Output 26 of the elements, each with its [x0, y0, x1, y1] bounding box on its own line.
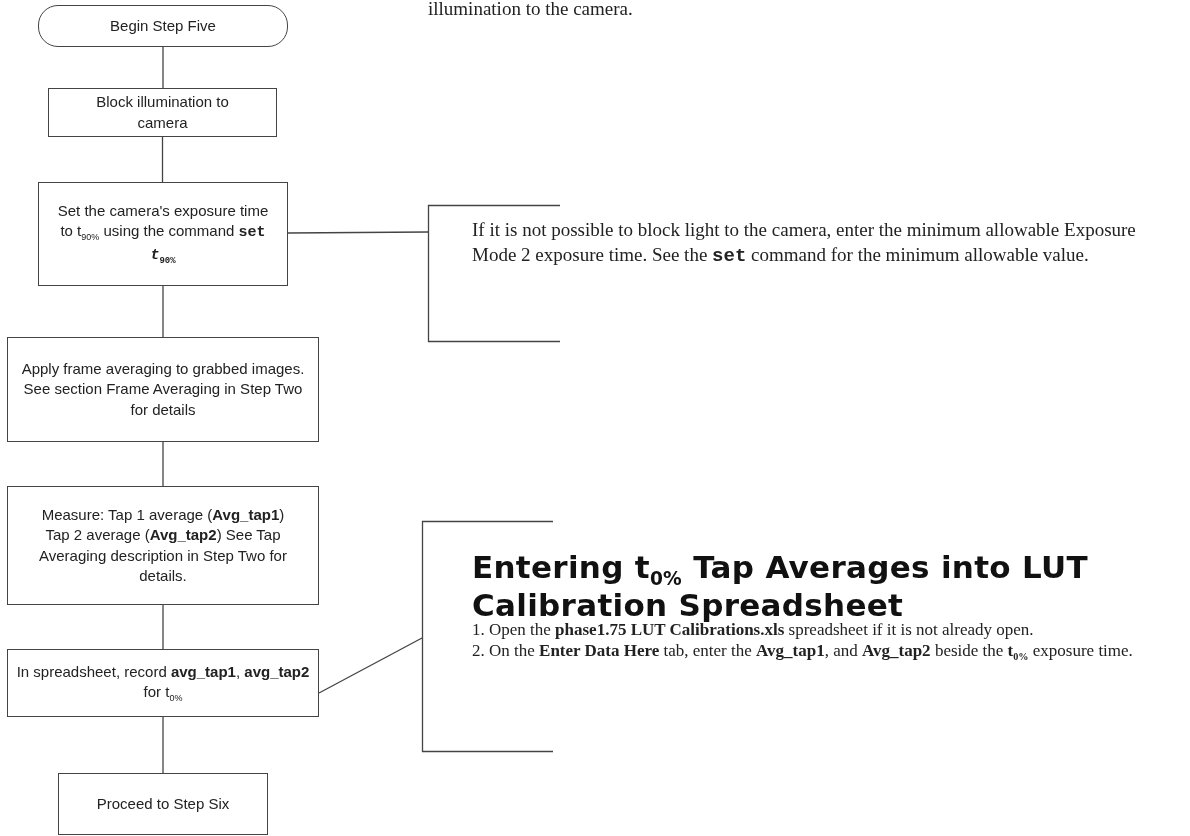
process-box [58, 773, 268, 835]
process-box [7, 337, 319, 442]
step-text: Proceed to Step Six [96, 793, 230, 814]
process-box [7, 486, 319, 605]
connector-line [162, 716, 164, 774]
step-text: In spreadsheet, record avg_tap1, avg_tap2 for t$_{0%}$ [16, 661, 310, 705]
step-text: Apply frame averaging to grabbed images. See section Frame Averaging in Step Two for details [20, 359, 306, 420]
connector-line [287, 231, 429, 234]
process-box [7, 649, 319, 717]
connector-line [161, 136, 164, 183]
connector-line [162, 46, 164, 89]
process-box [38, 182, 288, 286]
step-text: Block illumination to camera [95, 92, 230, 133]
connector-line [162, 285, 164, 338]
step-text: Measure: Tap 1 average (Avg_tap1) Tap 2 average (Avg_tap2) See Tap Averaging description in Step Two for details. [38, 505, 288, 586]
connector-line [162, 604, 164, 650]
step-text: Begin Step Five [110, 15, 216, 36]
list-item: 2. On the Enter Data Here tab, enter the Avg_tap1, and Avg_tap2 beside the t$_{0%}$ exposure time. [472, 640, 1134, 665]
terminator-shape [38, 5, 288, 47]
note-text: illumination to the camera. [428, 0, 633, 20]
connector-line [162, 441, 164, 487]
step-text: Set the camera's exposure time to t$_{90%}$ using the command set t$_{90%}$ [56, 201, 270, 267]
process-box [48, 88, 277, 137]
connector-line [318, 637, 423, 694]
section-heading: Entering t$_{0%}$ Tap Averages into LUT Calibration Spreadsheet [472, 551, 1089, 622]
note-text: If it is not possible to block light to the camera, enter the minimum allowable Exposure Mode 2 exposure time. See the set command for the minimum allowable value. [472, 218, 1137, 270]
